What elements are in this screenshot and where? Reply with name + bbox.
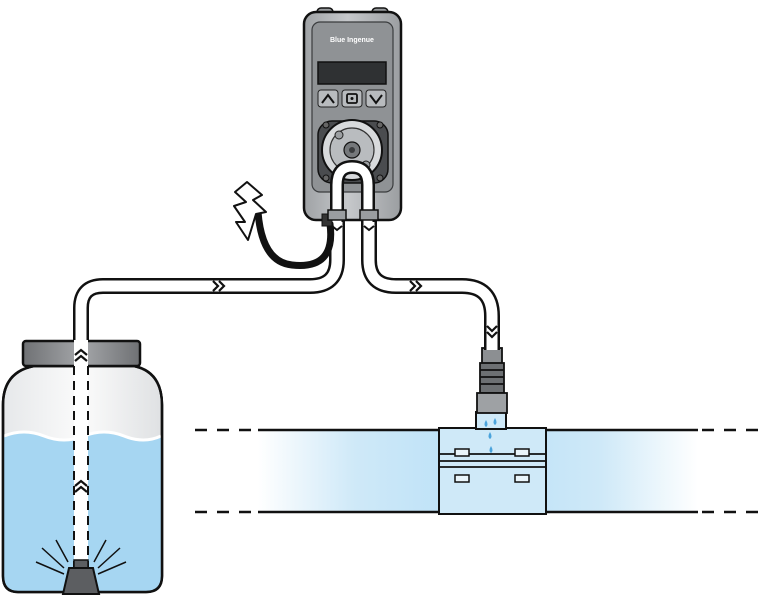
down-arrow-icon: [369, 94, 383, 105]
flow-chevron-icon: [409, 280, 423, 292]
flow-chevron-icon: [74, 479, 88, 493]
droplet-icon: [493, 418, 497, 425]
tee-inlet: [475, 411, 507, 430]
up-arrow-icon: [321, 93, 335, 104]
flow-chevron-icon: [486, 325, 498, 339]
power-cable: [254, 208, 335, 269]
flow-chevron-icon: [74, 348, 88, 362]
pump-down-button[interactable]: [365, 89, 387, 108]
menu-icon: [346, 93, 358, 104]
droplet-icon: [484, 420, 488, 427]
flow-chevron-icon: [331, 225, 343, 232]
foot-valve: [35, 539, 127, 595]
droplet-icon: [488, 432, 492, 439]
droplet-icon: [489, 446, 493, 453]
lightning-bolt-icon: [233, 181, 267, 241]
flow-chevron-icon: [363, 225, 375, 232]
pump-brand-label: Blue Ingenue: [330, 37, 374, 44]
suction-line: [73, 215, 345, 340]
tee-bolt: [454, 448, 470, 457]
injection-tee: [438, 411, 547, 515]
tee-bolt: [454, 474, 470, 483]
pump-up-button[interactable]: [317, 89, 339, 108]
tee-body: [438, 427, 547, 515]
discharge-line: [361, 215, 500, 350]
pump-menu-button[interactable]: [341, 89, 363, 108]
vibration-lines: [35, 539, 127, 575]
tee-bolt: [514, 448, 530, 457]
injected-droplets: [484, 418, 497, 453]
suction-tube: [73, 338, 89, 570]
flow-chevron-icon: [212, 280, 226, 292]
injection-valve: [476, 347, 508, 414]
pump-display: [317, 61, 387, 85]
tee-bolt: [514, 474, 530, 483]
peristaltic-pump: Blue Ingenue: [302, 7, 403, 232]
